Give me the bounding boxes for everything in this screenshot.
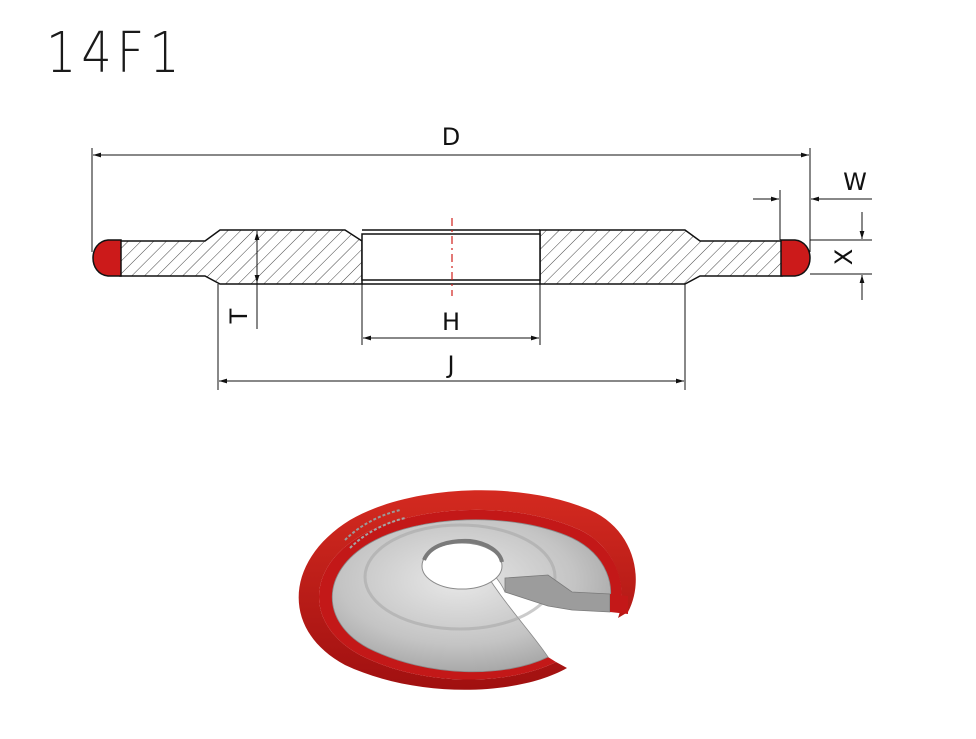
right-abrasive-tip [780,239,811,277]
dimension-T: T [225,231,260,329]
dimension-label-x: X [830,249,858,265]
dimension-label-h: H [442,308,460,336]
left-body-section [119,229,363,285]
inner-hub-ring [363,523,557,631]
dimension-label-d: D [442,123,460,151]
bore-hole [421,542,503,590]
right-body-section [539,229,783,285]
bore [361,233,541,281]
left-abrasive-tip [92,239,122,277]
dimension-H: H [361,284,541,345]
cross-section [92,218,811,296]
dimension-W: W [753,168,872,240]
profile-title: 14F1 [46,21,185,86]
dimension-label-w: W [843,168,867,196]
engraved-marking [344,509,401,541]
dimension-J: J [217,284,686,390]
dimension-label-j: J [445,351,454,379]
wheel-3d-render [298,490,636,690]
dimension-label-t: T [225,308,253,324]
dimension-D: D [91,123,811,252]
dimension-X: X [810,212,872,300]
